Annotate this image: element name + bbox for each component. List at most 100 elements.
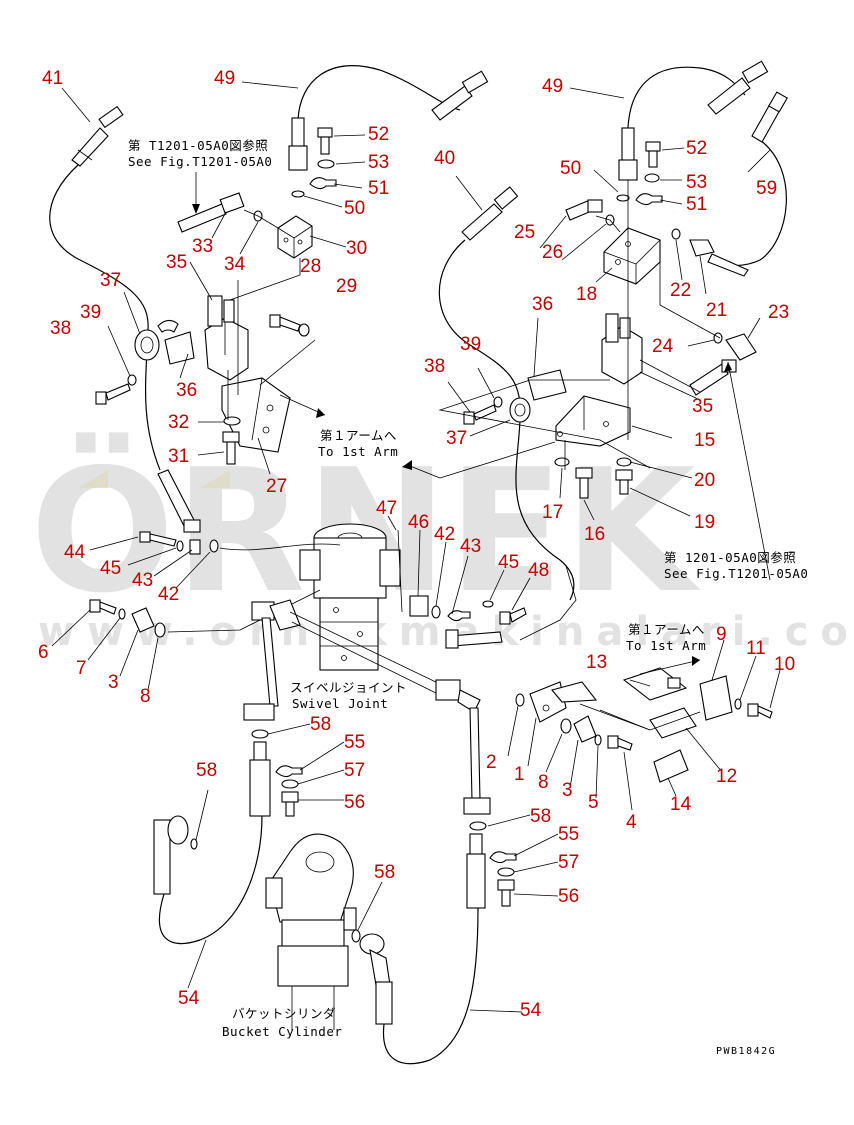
washer-17 (554, 457, 570, 467)
callout-42-center: 42 (434, 524, 455, 545)
swivel-joint (299, 523, 401, 671)
hose-49-nut (288, 145, 308, 171)
bottom-left-hose (153, 729, 303, 944)
callout-58-d: 58 (374, 862, 395, 883)
callout-45: 45 (100, 558, 121, 579)
callout-25: 25 (514, 222, 535, 243)
block-18 (603, 227, 661, 285)
callout-8-center: 8 (538, 772, 549, 793)
callout-19: 19 (694, 512, 715, 533)
callout-38-right: 38 (424, 356, 445, 377)
washer-57-a (281, 779, 299, 789)
line-47 (397, 529, 403, 613)
callout-17: 17 (542, 502, 563, 523)
top-right-assembly (402, 60, 788, 601)
callout-50-right: 50 (560, 158, 581, 179)
washer-57-b (497, 867, 515, 877)
callout-46: 46 (408, 512, 429, 533)
to-arm-right-en: To 1st Arm (626, 638, 706, 653)
callout-56-a: 56 (344, 792, 365, 813)
callout-57-a: 57 (344, 760, 365, 781)
callout-37-right: 37 (446, 428, 467, 449)
washer-39 (127, 374, 137, 386)
see-fig-left-jp: 第 T1201-05A0図参照 (128, 138, 268, 153)
washer-45-left (176, 540, 184, 552)
callout-47: 47 (376, 498, 397, 519)
callout-11: 11 (746, 638, 766, 659)
o-ring-42-center (431, 605, 441, 619)
callout-13: 13 (586, 652, 607, 673)
callout-49-right: 49 (542, 76, 563, 97)
callout-1: 1 (514, 764, 525, 785)
bolt-28 (269, 314, 301, 332)
callout-6: 6 (38, 642, 49, 663)
callout-22: 22 (670, 280, 691, 301)
callout-21: 21 (706, 300, 727, 321)
callout-20: 20 (694, 470, 715, 491)
o-ring-8-center (560, 718, 572, 734)
callout-51: 51 (368, 178, 389, 199)
washer-53 (317, 159, 335, 169)
o-ring-50 (291, 190, 305, 198)
fitting-21 (689, 239, 749, 277)
callout-2: 2 (486, 752, 497, 773)
bolt-6 (89, 599, 117, 615)
callout-42: 42 (158, 584, 179, 605)
callout-52: 52 (368, 124, 389, 145)
block-30 (277, 215, 313, 259)
to-arm-left-jp: 第１アームへ (320, 428, 397, 443)
callout-36: 36 (176, 380, 197, 401)
washer-32 (223, 416, 241, 426)
hose-41 (49, 164, 161, 471)
block-46 (409, 595, 429, 617)
o-ring-58-a (251, 729, 269, 739)
bolt-38 (95, 383, 131, 405)
callout-54-left: 54 (178, 988, 200, 1009)
callout-58-c: 58 (530, 806, 551, 827)
callout-34: 34 (224, 254, 246, 275)
plate-36 (164, 331, 195, 365)
callout-28: 28 (300, 256, 321, 277)
bolt-38-right (463, 404, 497, 425)
clamp-51 (309, 177, 337, 190)
bottom-right-hose (351, 821, 517, 1065)
washer-29 (298, 323, 310, 337)
fitting-25 (565, 199, 603, 221)
o-ring-50-right (616, 194, 630, 202)
bracket-15 (555, 395, 631, 447)
callout-3: 3 (108, 672, 119, 693)
plate-36-right (527, 369, 567, 401)
bolt-4 (607, 735, 633, 751)
callout-45-center: 45 (498, 552, 519, 573)
hose-54-right-fitting (359, 933, 393, 1025)
pipe-right (435, 679, 491, 815)
bracket-35 (204, 295, 249, 381)
bracket-35-right (601, 313, 643, 385)
clamp-37 (134, 319, 179, 361)
callout-33: 33 (192, 236, 213, 257)
callout-7: 7 (76, 658, 87, 679)
washer-5 (594, 734, 602, 746)
callout-9: 9 (716, 624, 727, 645)
callout-58-b: 58 (196, 760, 217, 781)
plate-43-left (189, 539, 201, 555)
callout-44: 44 (64, 542, 86, 563)
pipe-left (243, 599, 441, 721)
callout-57-b: 57 (558, 852, 579, 873)
o-ring-58-d (351, 929, 361, 943)
bolt-13 (667, 677, 681, 689)
callout-52-right: 52 (686, 138, 707, 159)
callout-8: 8 (140, 686, 151, 707)
callout-30: 30 (346, 238, 367, 259)
clamp-37-right (509, 397, 531, 423)
callout-48: 48 (528, 560, 549, 581)
callout-58-a: 58 (310, 714, 331, 735)
washer-53-right (644, 173, 660, 183)
hose-from-41-end (157, 469, 201, 533)
callout-36-right: 36 (532, 294, 553, 315)
hose-40-fitting (461, 186, 519, 241)
hose-49-right-nut (618, 159, 638, 181)
o-ring-42-left (209, 539, 219, 553)
callout-56-b: 56 (558, 886, 579, 907)
